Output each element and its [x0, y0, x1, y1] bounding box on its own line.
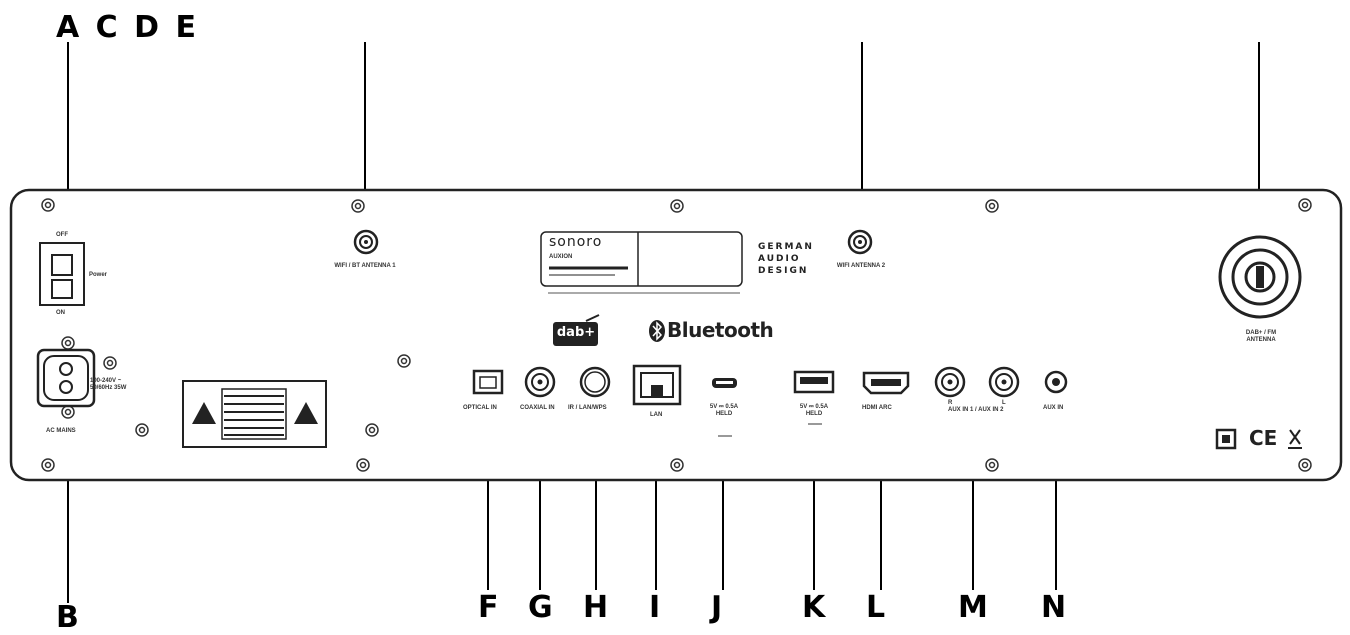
label-H: H: [583, 590, 609, 625]
dab-antenna-text: DAB+ / FM ANTENNA: [1245, 330, 1277, 343]
ac-spec-text: 100-240V ~ 50/60Hz 35W: [90, 378, 127, 391]
power-on-text: ON: [56, 310, 65, 316]
ir-text: IR / LAN/WPS: [568, 405, 607, 411]
ce-mark: CE: [1249, 426, 1278, 450]
label-top: A C D E: [56, 10, 199, 45]
usb-j-text: 5V ⎓ 0.5A HELD: [709, 404, 739, 417]
label-K: K: [802, 590, 826, 625]
label-L: L: [866, 590, 886, 625]
label-J: J: [711, 590, 723, 625]
aux-in-text: AUX IN: [1043, 405, 1064, 411]
optical-text: OPTICAL IN: [463, 405, 497, 411]
antenna2-text: WIFI ANTENNA 2: [836, 263, 886, 269]
design-text: DESIGN: [758, 266, 809, 276]
label-G: G: [528, 590, 553, 625]
antenna1-text: WIFI / BT ANTENNA 1: [334, 263, 396, 269]
bluetooth-logo: Bluetooth: [667, 318, 774, 342]
label-M: M: [958, 590, 988, 625]
hdmi-text: HDMI ARC: [862, 405, 892, 411]
audio-text: AUDIO: [758, 254, 801, 264]
model-text: AUXION: [549, 254, 573, 260]
lan-text: LAN: [650, 412, 663, 418]
usb-k-text: 5V ⎓ 0.5A HELD: [799, 404, 829, 417]
aux-in2-text: AUX IN 1 / AUX IN 2: [948, 407, 1004, 413]
label-B: B: [56, 600, 79, 635]
label-N: N: [1041, 590, 1067, 625]
aux-l-text: L: [1002, 400, 1006, 406]
label-I: I: [649, 590, 661, 625]
brand-logo: sonoro: [549, 234, 603, 250]
coaxial-text: COAXIAL IN: [520, 405, 555, 411]
label-F: F: [478, 590, 499, 625]
power-off-text: OFF: [56, 232, 68, 238]
german-text: GERMAN: [758, 242, 814, 252]
ac-mains-text: AC MAINS: [46, 428, 76, 434]
power-text: Power: [89, 272, 108, 278]
dab-logo: dab+: [556, 325, 596, 340]
aux-r-text: R: [948, 400, 953, 406]
